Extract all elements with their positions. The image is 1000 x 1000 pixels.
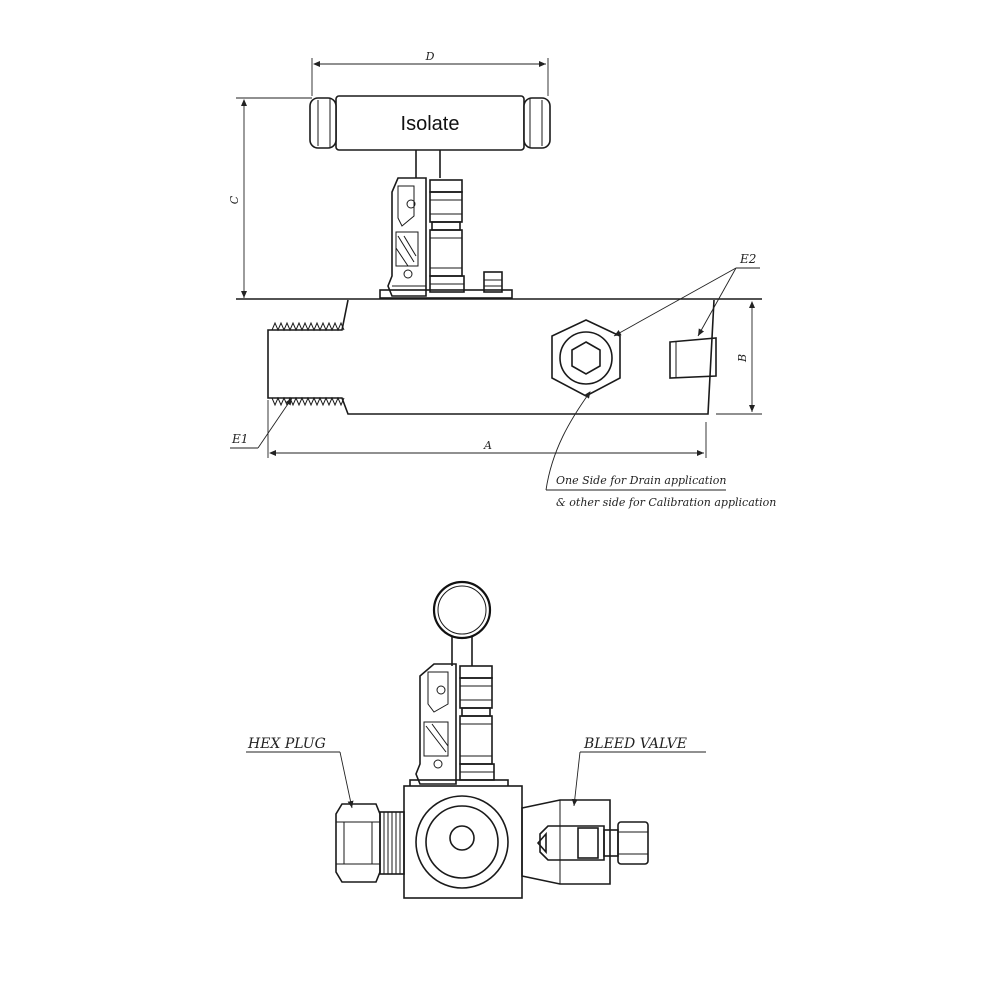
e1-callout: E1 — [230, 397, 293, 449]
dimension-c: C — [228, 97, 312, 298]
dimension-a: A — [267, 400, 707, 458]
round-handle — [432, 580, 492, 666]
bottom-view: HEX PLUG BLEED VALVE — [246, 580, 706, 899]
bleed-valve — [521, 799, 649, 885]
dim-a-label: A — [483, 439, 492, 452]
hex-plug-label: HEX PLUG — [247, 736, 326, 752]
valve-body-side — [236, 298, 762, 415]
dim-d-label: D — [425, 50, 435, 63]
e2-label: E2 — [739, 252, 756, 266]
dimension-b: B — [716, 301, 762, 415]
bonnet-assembly-front — [409, 663, 509, 789]
t-handle: Isolate — [309, 95, 551, 151]
dim-c-label: C — [228, 195, 241, 204]
e2-callout: E2 — [613, 252, 760, 337]
e1-label: E1 — [231, 432, 248, 446]
drain-note-callout: One Side for Drain application & other s… — [545, 391, 776, 509]
bleed-valve-label: BLEED VALVE — [583, 736, 687, 752]
bleed-valve-callout: BLEED VALVE — [571, 736, 706, 807]
bonnet-assembly — [379, 177, 513, 299]
stem — [415, 150, 441, 178]
hex-plug — [335, 803, 405, 883]
hex-plug-callout: HEX PLUG — [246, 736, 354, 809]
dim-b-label: B — [736, 354, 749, 363]
top-view: D C Isolate — [228, 50, 776, 509]
note-line-1: One Side for Drain application — [556, 474, 726, 487]
handle-label: Isolate — [401, 113, 460, 135]
note-line-2: & other side for Calibration application — [556, 496, 776, 509]
valve-body-front — [403, 785, 523, 899]
dimension-d: D — [311, 50, 549, 96]
